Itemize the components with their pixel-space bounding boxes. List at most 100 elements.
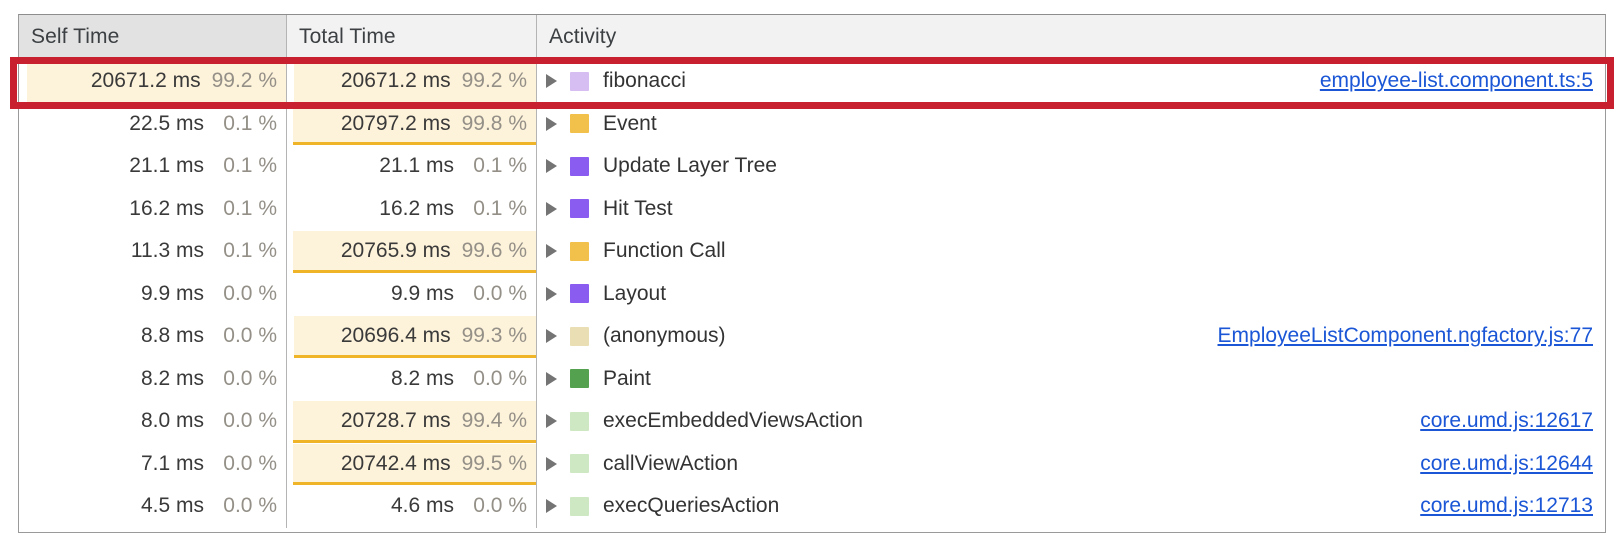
self-time-percent: 0.0 % <box>223 281 277 305</box>
self-time-percent: 0.1 % <box>223 239 277 263</box>
cell-activity: execEmbeddedViewsAction core.umd.js:12617 <box>536 400 1605 443</box>
total-time-percent: 0.1 % <box>473 196 527 220</box>
activity-color-swatch-rendering-purple <box>570 284 589 304</box>
activity-color-swatch-scripting-yellow <box>570 241 589 261</box>
activity-label: (anonymous) <box>603 324 726 348</box>
total-time-bar-fill <box>293 443 536 485</box>
self-time-ms: 21.1 ms <box>129 154 204 178</box>
expand-triangle-icon[interactable] <box>546 414 557 429</box>
total-time-value: 20728.7 ms 99.4 % <box>341 409 527 433</box>
table-row[interactable]: 9.9 ms 0.0 % 9.9 ms 0.0 % Layout <box>19 272 1605 316</box>
self-time-ms: 4.5 ms <box>140 494 204 518</box>
cell-activity: fibonacci employee-list.component.ts:5 <box>536 60 1605 103</box>
self-time-bar-fill <box>27 61 286 103</box>
column-header-total-time[interactable]: Total Time <box>286 15 536 59</box>
expand-triangle-icon[interactable] <box>546 456 557 471</box>
source-location-link[interactable]: employee-list.component.ts:5 <box>1319 69 1593 93</box>
cell-self-time: 21.1 ms 0.1 % <box>19 145 286 188</box>
expand-triangle-icon[interactable] <box>546 286 557 301</box>
self-time-percent: 0.1 % <box>223 196 277 220</box>
source-location-link[interactable]: core.umd.js:12644 <box>1420 451 1593 475</box>
self-time-percent: 0.0 % <box>223 409 277 433</box>
self-time-value: 16.2 ms 0.1 % <box>129 197 277 221</box>
self-time-ms: 9.9 ms <box>140 281 204 305</box>
expand-triangle-icon[interactable] <box>546 329 557 344</box>
expand-triangle-icon[interactable] <box>546 116 557 131</box>
cell-total-time: 21.1 ms 0.1 % <box>286 145 536 188</box>
cell-total-time: 20797.2 ms 99.8 % <box>286 102 536 145</box>
column-header-activity-label: Activity <box>549 25 617 48</box>
total-time-ms: 21.1 ms <box>379 154 454 178</box>
activity-label: execEmbeddedViewsAction <box>603 409 863 433</box>
expand-triangle-icon[interactable] <box>546 74 557 89</box>
activity-color-swatch-scripting-light-green <box>570 454 589 474</box>
self-time-percent: 0.1 % <box>223 154 277 178</box>
bottom-up-performance-table: Self Time Total Time Activity 20671.2 ms… <box>18 14 1606 533</box>
column-header-self-time[interactable]: Self Time <box>19 15 286 59</box>
cell-activity: Hit Test <box>536 187 1605 230</box>
total-time-ms: 20696.4 ms <box>340 324 451 348</box>
self-time-ms: 8.2 ms <box>140 366 204 390</box>
activity-color-swatch-scripting-light-green <box>570 496 589 516</box>
total-time-ms: 9.9 ms <box>390 281 454 305</box>
self-time-percent: 99.2 % <box>211 69 277 93</box>
cell-self-time: 9.9 ms 0.0 % <box>19 273 286 316</box>
activity-color-swatch-rendering-purple <box>570 156 589 176</box>
total-time-ms: 20728.7 ms <box>340 409 451 433</box>
total-time-percent: 99.4 % <box>461 409 527 433</box>
activity-label: execQueriesAction <box>603 494 780 518</box>
source-location-link[interactable]: core.umd.js:12713 <box>1420 494 1593 518</box>
activity-color-swatch-scripting-tan <box>570 326 589 346</box>
total-time-percent: 0.0 % <box>473 281 527 305</box>
table-row[interactable]: 21.1 ms 0.1 % 21.1 ms 0.1 % Update Layer Tre… <box>19 145 1605 188</box>
expand-triangle-icon[interactable] <box>546 201 557 216</box>
source-location-link[interactable]: core.umd.js:12617 <box>1420 409 1593 433</box>
expand-triangle-icon[interactable] <box>546 244 557 259</box>
activity-color-swatch-scripting-light-purple <box>570 71 589 91</box>
total-time-bar-fill <box>292 231 536 273</box>
expand-triangle-icon[interactable] <box>546 371 557 386</box>
activity-label: Layout <box>603 281 667 305</box>
total-time-ms: 20797.2 ms <box>340 111 451 135</box>
self-time-value: 21.1 ms 0.1 % <box>129 154 277 178</box>
activity-color-swatch-scripting-light-green <box>570 411 589 431</box>
column-header-total-time-label: Total Time <box>299 25 396 48</box>
total-time-percent: 99.8 % <box>461 111 527 135</box>
self-time-ms: 20671.2 ms <box>90 69 201 93</box>
self-time-value: 20671.2 ms 99.2 % <box>91 69 277 93</box>
expand-triangle-icon[interactable] <box>546 159 557 174</box>
column-header-activity[interactable]: Activity <box>536 15 1605 59</box>
expand-triangle-icon[interactable] <box>546 499 557 514</box>
activity-label: Update Layer Tree <box>603 154 777 178</box>
activity-label: fibonacci <box>603 69 686 93</box>
table-row[interactable]: 20671.2 ms 99.2 %20671.2 ms 99.2 % fibonacc… <box>19 60 1605 103</box>
self-time-ms: 16.2 ms <box>129 196 204 220</box>
activity-color-swatch-rendering-purple <box>570 199 589 219</box>
total-time-percent: 0.1 % <box>473 154 527 178</box>
table-body: 20671.2 ms 99.2 %20671.2 ms 99.2 % fibonacc… <box>19 60 1605 528</box>
source-location-link[interactable]: EmployeeListComponent.ngfactory.js:77 <box>1217 324 1593 348</box>
total-time-ms: 4.6 ms <box>390 494 454 518</box>
activity-label: Hit Test <box>603 196 673 220</box>
total-time-percent: 0.0 % <box>473 366 527 390</box>
